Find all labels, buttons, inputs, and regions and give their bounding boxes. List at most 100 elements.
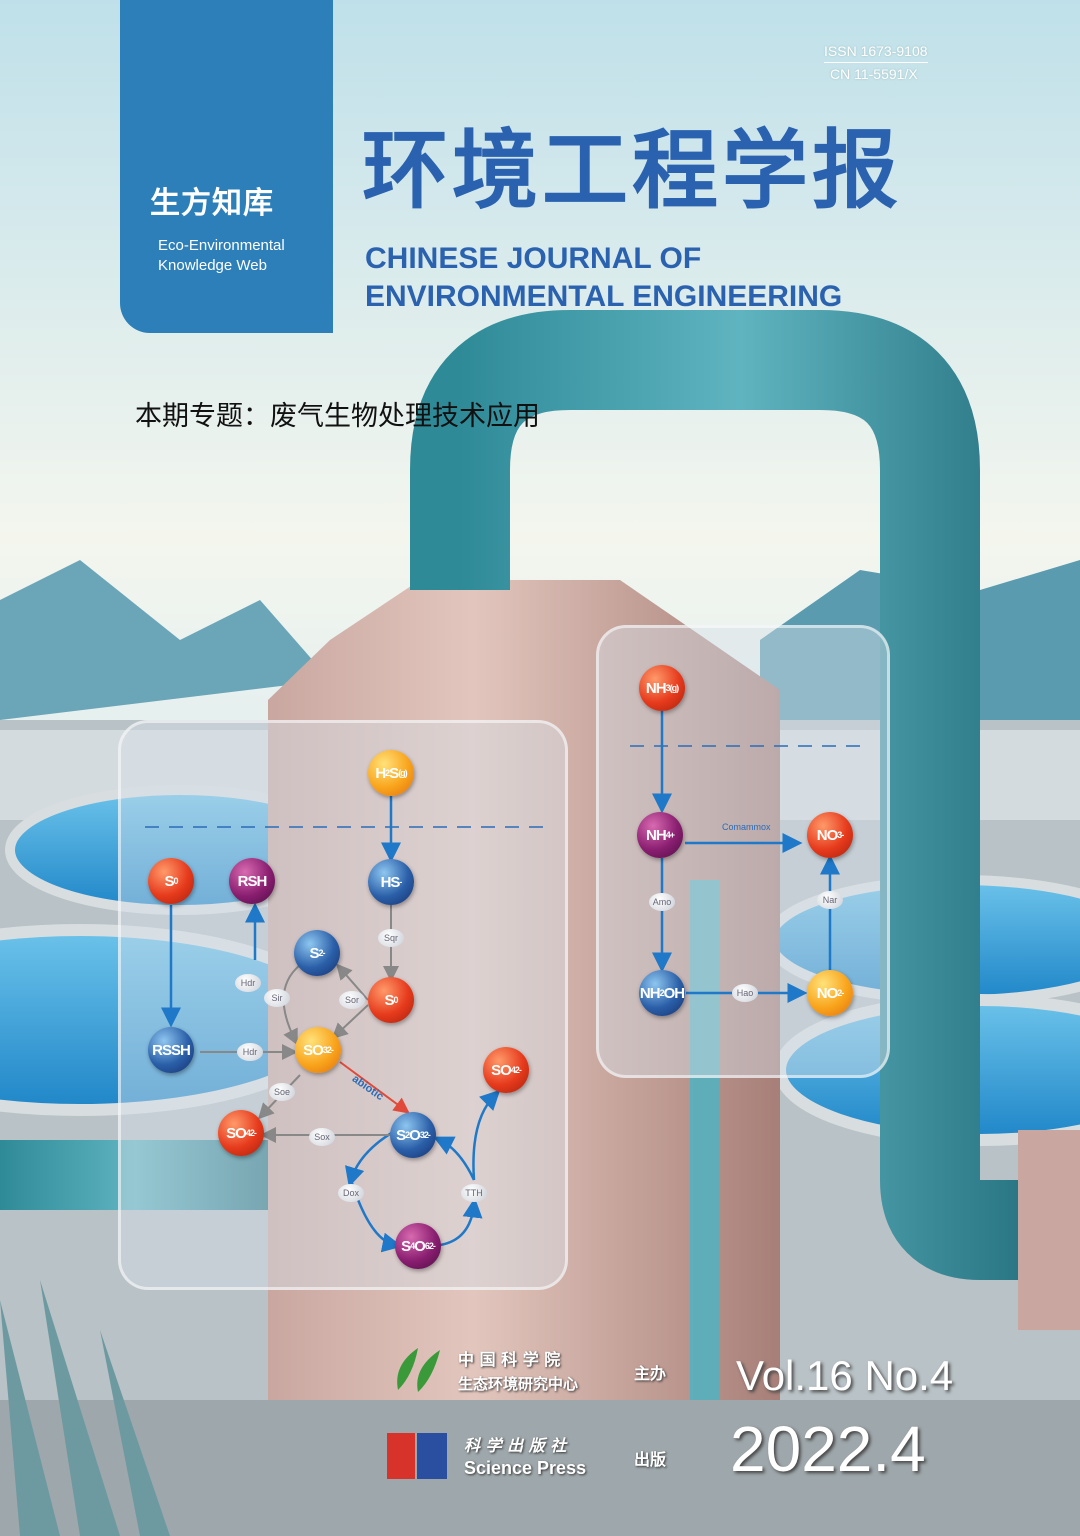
species-label-part: S [389, 764, 399, 782]
species-node-rsh: RSH [229, 858, 275, 904]
science-press-logo [387, 1433, 447, 1479]
logo-en-line2: Knowledge Web [158, 257, 267, 274]
species-label-part: H [375, 764, 386, 782]
species-label-part: RSSH [152, 1041, 191, 1059]
publisher-name-en: Science Press [464, 1458, 587, 1478]
enzyme-nar: Nar [817, 891, 843, 909]
species-label-part: NH [646, 826, 667, 844]
enzyme-hao: Hao [732, 984, 758, 1002]
logo-name-cn: 生方知库 [150, 186, 274, 221]
enzyme-hdr1: Hdr [235, 974, 261, 992]
species-label-part: NH [639, 984, 661, 1002]
enzyme-sor: Sor [339, 991, 365, 1009]
species-label-part: 2- [428, 1241, 436, 1251]
species-label-part: O [409, 1126, 421, 1144]
species-label-part: S [164, 872, 174, 890]
species-label-part: HS [380, 873, 401, 891]
enzyme-amo: Amo [649, 893, 675, 911]
species-label-part: 2- [326, 1045, 334, 1055]
species-label-part: 4 [410, 1241, 415, 1251]
species-label-part: (g) [398, 768, 407, 778]
title-en-line2: ENVIRONMENTAL ENGINEERING [365, 280, 843, 313]
species-node-rssh: RSSH [148, 1027, 194, 1073]
plant [0, 1280, 170, 1536]
enzyme-tth: TTH [461, 1184, 487, 1202]
volume-number: Vol.16 No.4 [736, 1352, 954, 1399]
issn: ISSN 1673-9108 [824, 40, 928, 63]
species-label-part: RSH [237, 872, 268, 890]
journal-title-en: CHINESE JOURNAL OF ENVIRONMENTAL ENGINEE… [365, 240, 842, 316]
issue-date: 2022.4 [730, 1413, 926, 1485]
sponsor-org-line2: 生态环境研究中心 [458, 1375, 579, 1393]
publisher-name-cn: 科 学 出 版 社 [464, 1436, 567, 1455]
mountain [0, 560, 330, 720]
enzyme-dox: Dox [338, 1184, 364, 1202]
inlet-pipe [0, 1140, 270, 1210]
logo-en-line1: Eco-Environmental [158, 237, 285, 254]
species-label-part: 2 [837, 988, 842, 998]
species-label-part: 3 [322, 1045, 328, 1055]
species-label-part: 0 [393, 995, 399, 1005]
species-label-part: 6 [424, 1241, 430, 1251]
species-label-part: NH [645, 679, 667, 697]
species-label-part: - [399, 877, 402, 887]
species-label-part: SO [303, 1041, 324, 1059]
enzyme-sir: Sir [264, 989, 290, 1007]
title-en-line1: CHINESE JOURNAL OF [365, 242, 702, 275]
species-label-part: 2 [385, 768, 390, 778]
enzyme-hdr2: Hdr [237, 1043, 263, 1061]
species-label-part: 2 [405, 1130, 410, 1140]
comammox-label: Comammox [722, 822, 771, 832]
species-label-part: 0 [173, 876, 179, 886]
species-label-part: 2- [514, 1065, 522, 1075]
species-label-part: 2- [318, 948, 326, 958]
enzyme-soe: Soe [269, 1083, 295, 1101]
species-label-part: S [396, 1126, 406, 1144]
issn-block: ISSN 1673-9108 CN 11-5591/X [824, 40, 928, 85]
species-label-part: OH [663, 984, 685, 1002]
species-label-part: SO [491, 1061, 512, 1079]
issue-topic: 本期专题：废气生物处理技术应用 [135, 401, 540, 432]
species-label-part: 2- [249, 1128, 257, 1138]
species-label-part: 3 [837, 830, 842, 840]
publisher-role: 出版 [634, 1450, 667, 1469]
species-label-part: S [401, 1237, 411, 1255]
species-label-part: O [414, 1237, 426, 1255]
enzyme-sox: Sox [309, 1128, 335, 1146]
enzyme-sqr: Sqr [378, 929, 404, 947]
species-label-part: - [841, 988, 844, 998]
species-label-part: 4 [665, 830, 671, 840]
species-node-hs: HS- [368, 859, 414, 905]
species-label-part: S [309, 944, 319, 962]
species-label-part: + [669, 830, 675, 840]
species-label-part: 2 [659, 988, 665, 998]
species-label-part: NO [816, 826, 838, 844]
species-label-part: 3 [419, 1130, 425, 1140]
eco-environmental-knowledge-web-logo[interactable]: 生方知库 Eco-Environmental Knowledge Web [120, 0, 333, 333]
species-label-part: 3(g) [665, 683, 679, 693]
species-label-part: 4 [245, 1128, 251, 1138]
species-label-part: 2- [423, 1130, 431, 1140]
species-label-part: NO [816, 984, 838, 1002]
cn-number: CN 11-5591/X [830, 66, 918, 82]
rcees-logo [397, 1348, 440, 1392]
outlet-pipe [410, 310, 1020, 1280]
species-label-part: - [841, 830, 844, 840]
sponsor-role: 主办 [634, 1364, 667, 1383]
